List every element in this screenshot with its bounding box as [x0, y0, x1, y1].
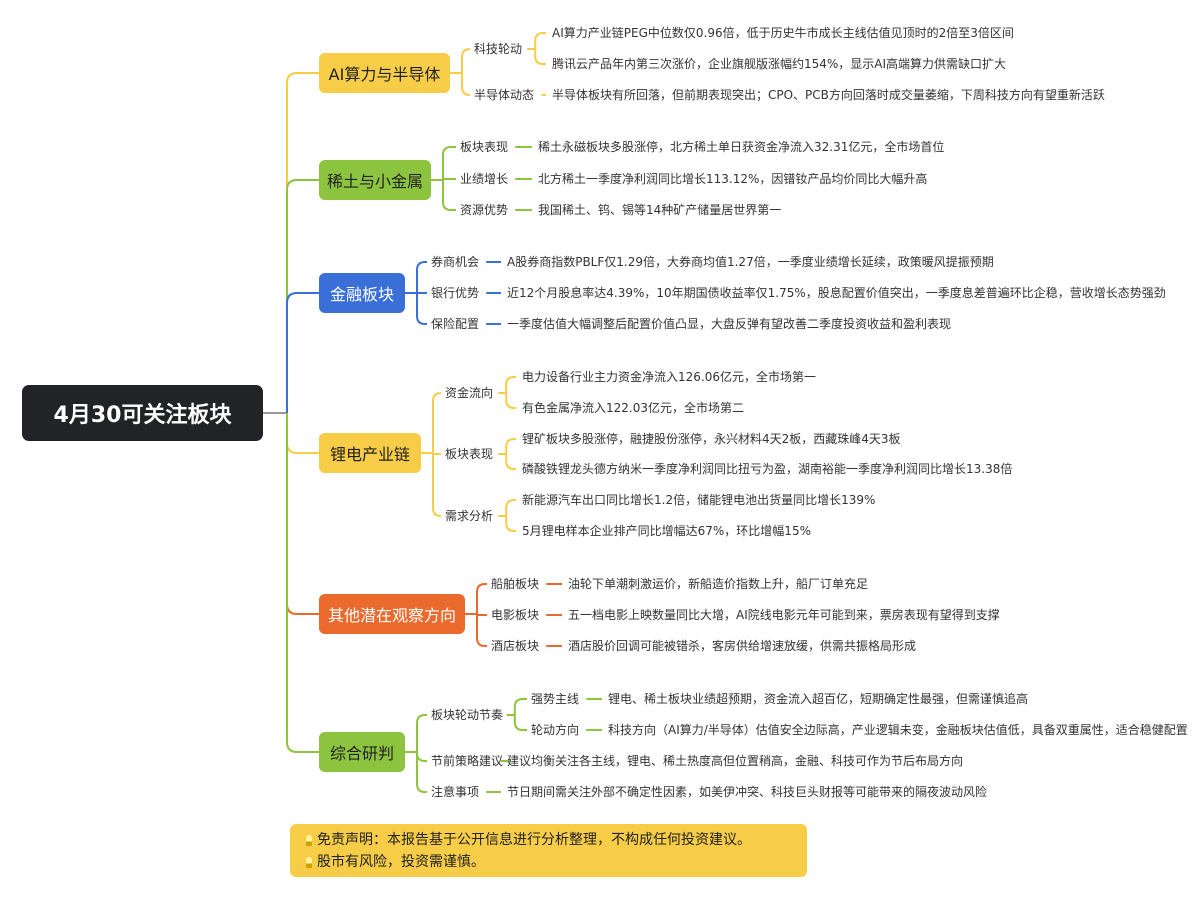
branch-node: AI算力与半导体	[319, 53, 450, 93]
leaf-note: 节日期间需关注外部不确定性因素，如美伊冲突、科技巨头财报等可能带来的隔夜波动风险	[507, 785, 988, 799]
branch-node: 综合研判	[319, 732, 405, 772]
disclaimer-box: 免责声明：本报告基于公开信息进行分析整理，不构成任何投资建议。 股市有风险，投资…	[290, 824, 807, 877]
branch-connector	[286, 413, 319, 753]
lightbulb-icon	[306, 834, 312, 846]
leaf-note: 科技方向（AI算力/半导体）估值安全边际高，产业逻辑未变，金融板块估值低，具备双…	[608, 723, 1188, 737]
leaf-connector	[505, 454, 516, 470]
sub-topic: 酒店板块	[491, 639, 540, 653]
branch-node: 其他潜在观察方向	[319, 594, 465, 634]
leaf-connector	[534, 49, 546, 65]
lightbulb-icon	[306, 856, 312, 868]
branch-connector	[286, 413, 319, 615]
sub-topic: 科技轮动	[474, 42, 523, 56]
leaf-note: 半导体板块有所回落，但前期表现突出；CPO、PCB方向回落时成交量萎缩，下周科技…	[552, 88, 1105, 102]
sub-topic: 船舶板块	[491, 577, 540, 591]
sub-topic: 板块轮动节奏	[431, 708, 504, 722]
sub-connector	[476, 614, 487, 647]
leaf-connector	[505, 376, 516, 393]
leaf-note: 一季度估值大幅调整后配置价值凸显，大盘反弹有望改善二季度投资收益和盈利表现	[507, 317, 952, 331]
sub-topic: 节前策略建议	[431, 754, 504, 768]
sub-topic: 强势主线	[531, 692, 580, 706]
branch-node: 锂电产业链	[319, 433, 421, 473]
branch-connector	[286, 413, 319, 454]
leaf-connector	[505, 393, 516, 409]
sub-topic: 需求分析	[445, 509, 494, 523]
root-title: 4月30可关注板块	[22, 385, 263, 441]
leaf-note: 五一档电影上映数量同比大增，AI院线电影元年可能到来，票房表现有望得到支撑	[568, 608, 1000, 622]
sub-topic: 业绩增长	[460, 172, 509, 186]
leaf-note: 锂矿板块多股涨停，融捷股份涨停，永兴材料4天2板，西藏珠峰4天3板	[522, 432, 901, 446]
sub-topic: 板块表现	[445, 447, 494, 461]
sub-connector	[432, 453, 442, 517]
sub-connector	[476, 613, 487, 616]
sub-topic: 板块表现	[460, 140, 509, 154]
sub-connector	[432, 452, 441, 455]
leaf-connector	[534, 32, 546, 49]
disclaimer-line-1: 免责声明：本报告基于公开信息进行分析整理，不构成任何投资建议。	[317, 832, 751, 848]
leaf-note: 建议均衡关注各主线，锂电、稀土热度高但位置稍高，金融、科技可作为节后布局方向	[507, 754, 964, 768]
sub-connector	[442, 178, 456, 181]
sub-connector	[442, 180, 456, 211]
leaf-note: 腾讯云产品年内第三次涨价，企业旗舰版涨幅约154%，显示AI高端算力供需缺口扩大	[552, 57, 1007, 71]
leaf-note: 北方稀土一季度净利润同比增长113.12%，因镨钕产品均价同比大幅升高	[538, 172, 928, 186]
leaf-note: 我国稀土、钨、锡等14种矿产储量居世界第一	[538, 203, 782, 217]
branch-connector	[286, 179, 319, 413]
sub-topic: 券商机会	[431, 255, 480, 269]
branch-connector	[286, 292, 319, 413]
leaf-note: 近12个月股息率达4.39%，10年期国债收益率仅1.75%，股息配置价值突出，…	[507, 286, 1166, 300]
leaf-note: 稀土永磁板块多股涨停，北方稀土单日获资金净流入32.31亿元，全市场首位	[538, 140, 945, 154]
sub-connector	[442, 146, 456, 180]
sub-topic: 银行优势	[431, 286, 480, 300]
leaf-note: 5月锂电样本企业排产同比增幅达67%，环比增幅15%	[522, 524, 811, 538]
leaf-connector	[505, 499, 516, 516]
leaf-note: 电力设备行业主力资金净流入126.06亿元，全市场第一	[522, 370, 816, 384]
sub-topic: 电影板块	[491, 608, 540, 622]
sub-topic: 资源优势	[460, 203, 509, 217]
leaf-connector	[505, 516, 516, 532]
sub-topic: 半导体动态	[474, 88, 535, 102]
sub-topic: 轮动方向	[531, 723, 580, 737]
sub-connector	[416, 752, 427, 762]
sub-connector	[476, 583, 487, 614]
leaf-note: A股券商指数PBLF仅1.29倍，大券商均值1.27倍，一季度业绩增长延续，政策…	[507, 255, 994, 269]
sub-connector	[461, 73, 471, 96]
leaf-note: 油轮下单潮刺激运价，新船造价指数上升，船厂订单充足	[568, 577, 869, 591]
leaf-note: 锂电、稀土板块业绩超预期，资金流入超百亿，短期确定性最强，但需谨慎追高	[608, 692, 1029, 706]
child-connector	[513, 698, 527, 715]
leaf-note: 有色金属净流入122.03亿元，全市场第二	[522, 401, 744, 415]
leaf-note: AI算力产业链PEG中位数仅0.96倍，低于历史牛市成长主线估值见顶时的2倍至3…	[552, 26, 1014, 40]
sub-topic: 资金流向	[445, 386, 494, 400]
sub-connector	[416, 293, 427, 325]
branch-node: 稀土与小金属	[319, 160, 431, 200]
child-connector	[513, 715, 527, 731]
leaf-connector	[505, 438, 516, 454]
leaf-note: 磷酸铁锂龙头德方纳米一季度净利润同比扭亏为盈，湖南裕能一季度净利润同比增长13.…	[522, 462, 1013, 476]
leaf-note: 新能源汽车出口同比增长1.2倍，储能锂电池出货量同比增长139%	[522, 493, 876, 507]
sub-topic: 注意事项	[431, 785, 480, 799]
sub-topic: 保险配置	[431, 317, 480, 331]
branch-node: 金融板块	[319, 273, 405, 313]
sub-connector	[416, 714, 427, 752]
sub-connector	[416, 752, 427, 793]
sub-connector	[432, 392, 442, 453]
leaf-note: 酒店股价回调可能被错杀，客房供给增速放缓，供需共振格局形成	[568, 639, 917, 653]
disclaimer-line-2: 股市有风险，投资需谨慎。	[317, 854, 485, 870]
sub-connector	[416, 261, 427, 293]
sub-connector	[461, 48, 471, 73]
branch-connector	[286, 72, 319, 413]
